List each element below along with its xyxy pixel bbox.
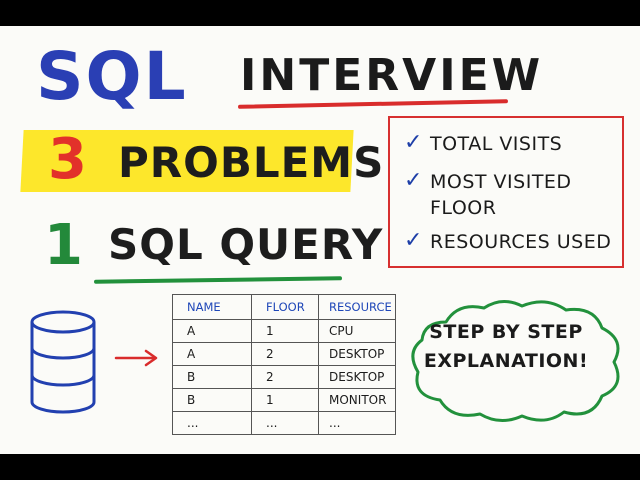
table-cell: CPU: [318, 319, 396, 343]
checklist-item-label: RESOURCES USED: [430, 231, 612, 253]
table-cell: ...: [318, 411, 396, 435]
heading-problems: PROBLEMS: [118, 138, 385, 187]
table-cell: 1: [251, 319, 319, 343]
heading-sql: SQL: [36, 38, 188, 115]
right-arrow-icon: [114, 349, 158, 367]
table-row: A 1 CPU: [172, 319, 396, 343]
checklist-item: ✓ TOTAL VISITS: [404, 132, 562, 158]
table-cell: 2: [251, 342, 319, 366]
checklist-item: ✓ RESOURCES USED: [404, 230, 611, 256]
checklist-item: ✓ MOST VISITED FLOOR: [404, 170, 572, 221]
table-row: B 2 DESKTOP: [172, 365, 396, 389]
checklist-panel: ✓ TOTAL VISITS ✓ MOST VISITED FLOOR ✓ RE…: [388, 116, 624, 268]
number-one: 1: [44, 213, 83, 278]
table-cell: B: [172, 388, 252, 412]
table-row: ... ... ...: [172, 411, 396, 435]
number-three: 3: [48, 127, 87, 192]
table-cell: 1: [251, 388, 319, 412]
green-underline: [93, 276, 343, 284]
table-row: B 1 MONITOR: [172, 388, 396, 412]
table-header-row: NAME FLOOR RESOURCE: [172, 294, 396, 320]
callout-line-2: EXPLANATION!: [423, 350, 589, 373]
checklist-item-label: TOTAL VISITS: [430, 133, 563, 155]
table-cell: A: [172, 342, 252, 366]
heading-sql-query: SQL QUERY: [108, 220, 384, 269]
table-row: A 2 DESKTOP: [172, 342, 396, 366]
table-cell: ...: [251, 411, 319, 435]
whiteboard: SQL INTERVIEW 3 PROBLEMS 1 SQL QUERY ✓ T…: [0, 26, 640, 454]
callout-line-1: STEP BY STEP: [429, 321, 583, 343]
table-cell: 2: [251, 365, 319, 389]
checkmark-icon: ✓: [404, 228, 423, 253]
table-cell: DESKTOP: [318, 342, 396, 366]
table-cell: B: [172, 365, 252, 389]
data-table: NAME FLOOR RESOURCE A 1 CPU A 2 DESKTOP …: [172, 294, 396, 435]
heading-interview: INTERVIEW: [240, 50, 544, 101]
column-header: RESOURCE: [318, 294, 396, 320]
table-cell: MONITOR: [318, 388, 396, 412]
column-header: NAME: [172, 294, 252, 320]
database-icon: [30, 310, 96, 414]
column-header: FLOOR: [251, 294, 319, 320]
table-cell: ...: [172, 411, 252, 435]
table-cell: DESKTOP: [318, 365, 396, 389]
table-cell: A: [172, 319, 252, 343]
checkmark-icon: ✓: [404, 168, 423, 193]
checkmark-icon: ✓: [404, 130, 423, 155]
checklist-item-label-2: FLOOR: [430, 196, 497, 219]
callout-text: STEP BY STEP EXPLANATION!: [418, 318, 594, 377]
cloud-bubble: [411, 300, 620, 422]
checklist-item-label: MOST VISITED: [430, 171, 572, 193]
